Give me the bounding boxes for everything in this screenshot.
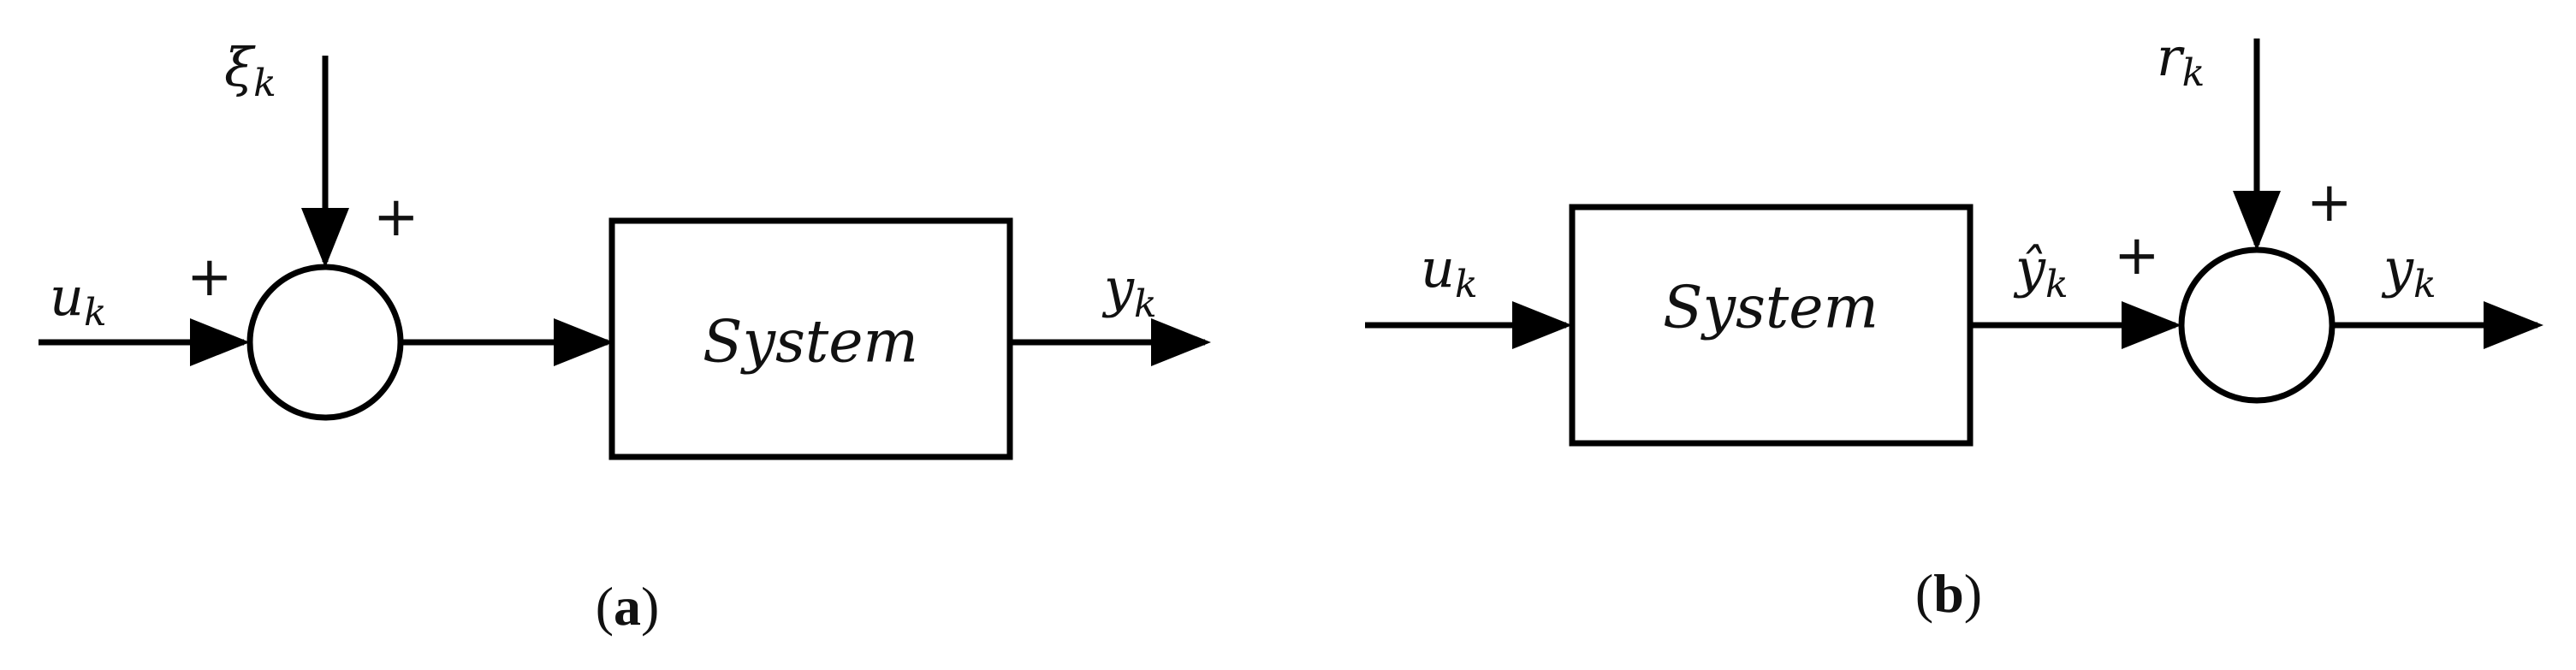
summing-junction <box>2178 246 2336 404</box>
input-label: uk <box>1421 237 1478 306</box>
input-label: uk <box>50 265 107 335</box>
panel-a-caption: (a) <box>596 576 660 637</box>
summing-junction <box>246 264 404 421</box>
intermediate-label: ŷk <box>2013 237 2069 306</box>
plus-sign-top: + <box>373 186 419 249</box>
noise-label: ξk <box>224 36 276 105</box>
output-label: yk <box>1101 257 1157 326</box>
system-label: System <box>703 309 918 377</box>
plus-sign-left: + <box>2114 224 2160 288</box>
plus-sign-left: + <box>187 246 233 309</box>
system-block <box>1569 204 1974 447</box>
output-label: yk <box>2381 237 2437 306</box>
panel-a: uk + ξk + System yk (a) <box>39 36 1211 637</box>
noise-label: rk <box>2157 26 2205 95</box>
panel-b: uk System ŷk + rk + yk (b) <box>1365 26 2543 624</box>
plus-sign-top: + <box>2306 171 2353 234</box>
system-block <box>608 217 1013 460</box>
panel-b-caption: (b) <box>1915 563 1982 624</box>
system-label: System <box>1663 275 1879 342</box>
